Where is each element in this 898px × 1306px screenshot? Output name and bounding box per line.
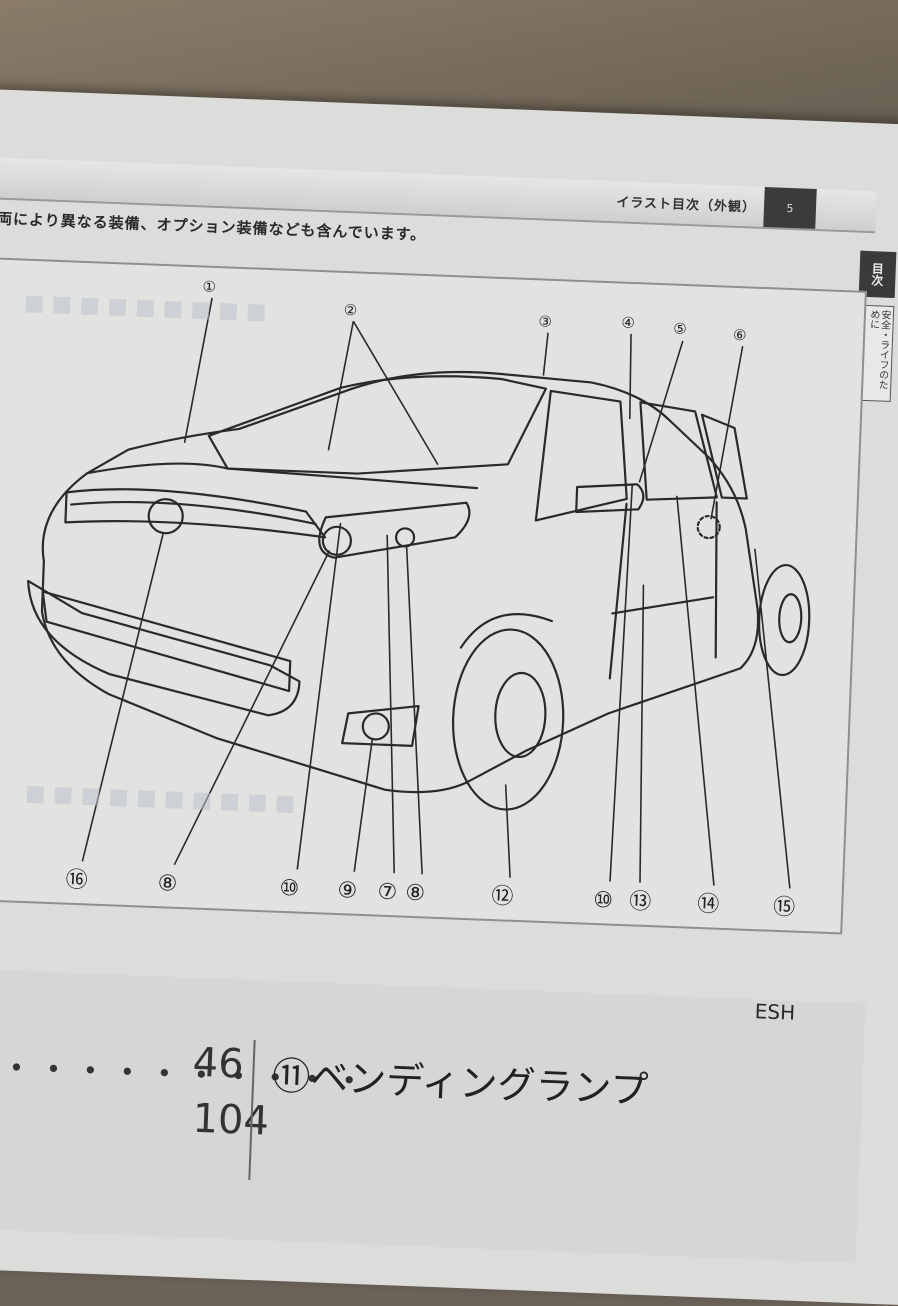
callout-13: ⑬ (629, 889, 652, 915)
grille-bar (69, 500, 317, 526)
grille (64, 488, 327, 539)
manual-page: イラスト目次（外観） 5 目次 安全・ライフのために 両により異なる装備、オプシ… (0, 88, 898, 1306)
callout-6: ⑥ (733, 326, 747, 345)
leader-lines (81, 297, 791, 889)
toc-page-number: 46 (191, 1039, 245, 1088)
front-wheel-arch (459, 613, 554, 649)
callout-14: ⑭ (697, 892, 720, 918)
callout-15: ⑮ (773, 895, 796, 921)
windshield (207, 375, 547, 475)
rear-hubcap (778, 593, 803, 644)
callout-4: ④ (621, 314, 635, 333)
corner-code: ESH (754, 999, 796, 1025)
top-callouts: ① ② ③ ④ ⑤ ⑥ (202, 277, 747, 345)
door-character-line (611, 596, 715, 615)
callout-9: ⑨ (337, 878, 358, 904)
toc-page-number-2: 104 (191, 1095, 270, 1145)
callout-7: ⑦ (377, 880, 398, 906)
exterior-illustration: ■ ■ ■ ■ ■ ■ ■ ■ ■ ■ ■ ■ ■ ■ ■ ■ ■ ■ ■ (0, 257, 867, 935)
toc-item-11: ⑪ベンディングランプ (271, 1053, 650, 1113)
front-wheel (451, 628, 565, 811)
toc-section: ESH ・・・・・・・・・・・ 46 104 ⑪ベンディングランプ (0, 968, 866, 1264)
sliding-door-seam (714, 501, 718, 659)
page-number: 5 (763, 186, 817, 229)
callout-5: ⑤ (673, 320, 687, 339)
callout-8: ⑧ (157, 871, 178, 897)
callout-1: ① (202, 277, 216, 296)
rear-wheel (758, 563, 811, 677)
callout-12: ⑫ (491, 884, 514, 910)
side-mirror (575, 483, 645, 514)
callout-8b: ⑧ (405, 881, 426, 907)
bottom-callouts: ⑯ ⑧ ⑩ ⑨ ⑦ ⑧ ⑫ ⑩ ⑬ ⑭ ⑮ (65, 868, 795, 921)
headlight-lens-2 (394, 527, 416, 548)
rear-window-2 (700, 413, 748, 500)
minivan-line-drawing: ① ② ③ ④ ⑤ ⑥ ⑯ ⑧ ⑩ ⑨ ⑦ ⑧ ⑫ ⑩ ⑬ (27, 277, 811, 921)
front-emblem (147, 498, 184, 535)
section-title: イラスト目次（外観） (616, 195, 757, 216)
callout-3: ③ (538, 312, 552, 331)
callout-2: ② (343, 301, 357, 320)
callout-10: ⑩ (279, 876, 300, 902)
callout-16: ⑯ (65, 868, 88, 894)
headlight-cluster (318, 501, 471, 559)
front-hubcap (494, 671, 547, 759)
fuel-lid (696, 514, 721, 540)
front-door-seam (608, 502, 628, 680)
van-body-outline (40, 370, 760, 794)
lower-grille (41, 590, 292, 693)
fog-lamp-housing (341, 704, 420, 747)
hood-line (86, 462, 479, 490)
callout-10b: ⑩ (593, 888, 614, 914)
front-door-window (534, 389, 628, 522)
fog-lamp (361, 712, 390, 741)
front-bumper (27, 579, 301, 717)
